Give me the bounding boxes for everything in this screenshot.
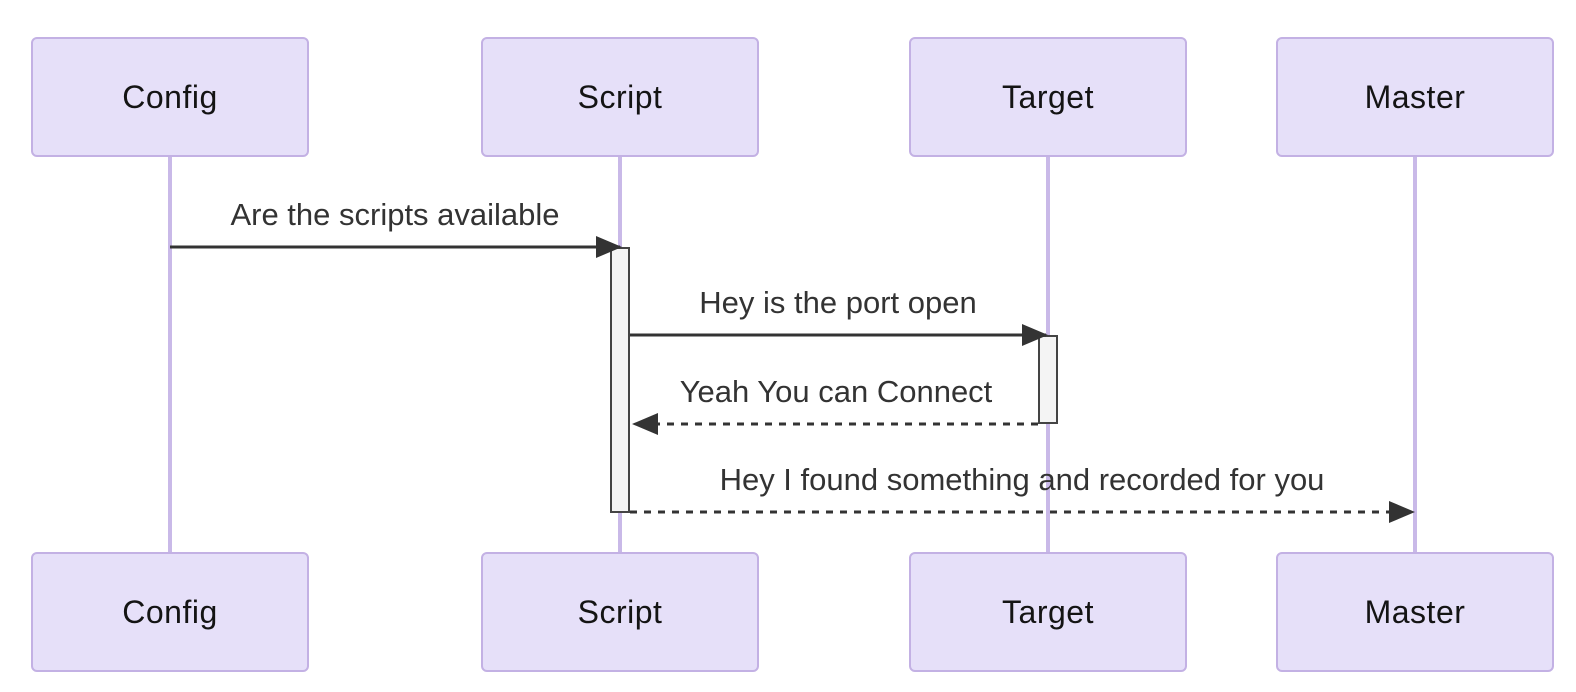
actor-bottom-script: Script xyxy=(481,552,759,672)
actor-top-target: Target xyxy=(909,37,1187,157)
actor-label: Script xyxy=(577,78,663,115)
actor-label: Target xyxy=(1002,78,1094,115)
actor-bottom-config: Config xyxy=(31,552,309,672)
message-label-port-open: Hey is the port open xyxy=(699,285,976,320)
actor-label: Config xyxy=(122,78,218,115)
actor-top-master: Master xyxy=(1276,37,1554,157)
actor-bottom-master: Master xyxy=(1276,552,1554,672)
actor-top-config: Config xyxy=(31,37,309,157)
actor-label: Config xyxy=(122,593,218,630)
actor-label: Target xyxy=(1002,593,1094,630)
actor-label: Master xyxy=(1364,593,1466,630)
actor-bottom-target: Target xyxy=(909,552,1187,672)
lifeline-master xyxy=(1413,157,1417,552)
message-label-scripts-available: Are the scripts available xyxy=(230,197,559,232)
lifeline-config xyxy=(168,157,172,552)
message-label-found-something: Hey I found something and recorded for y… xyxy=(720,462,1325,497)
actor-label: Master xyxy=(1364,78,1466,115)
message-label-can-connect: Yeah You can Connect xyxy=(680,374,993,409)
activation-bar-target xyxy=(1038,335,1058,424)
actor-label: Script xyxy=(577,593,663,630)
actor-top-script: Script xyxy=(481,37,759,157)
